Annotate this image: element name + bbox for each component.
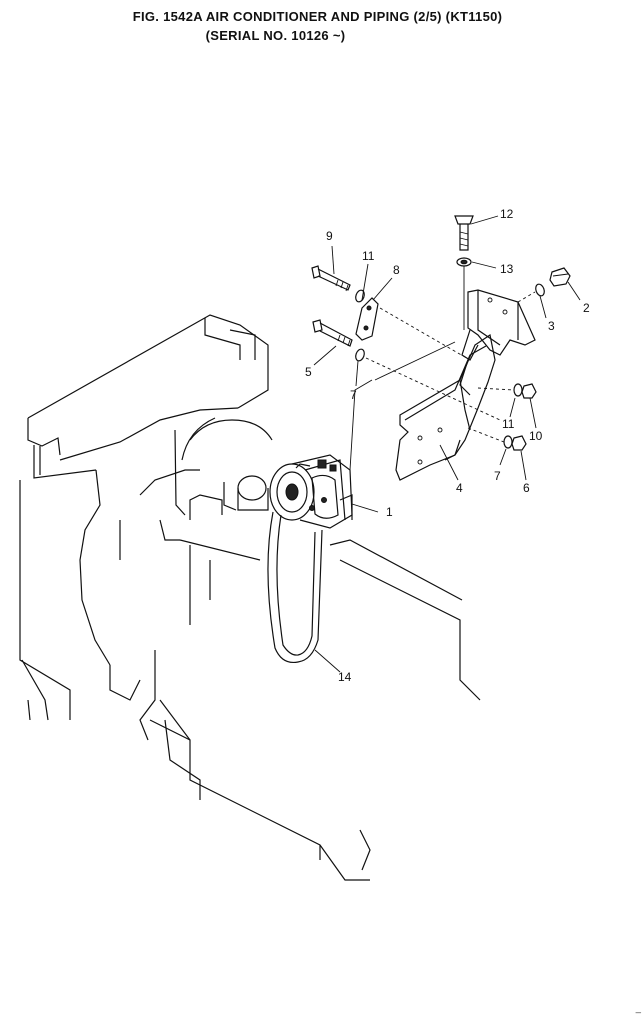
callout-11-lower: 11 <box>502 417 515 431</box>
washer-part-11-lower <box>513 383 523 397</box>
figure-subtitle-serial: (SERIAL NO. 10126 ~) <box>205 28 346 43</box>
callout-11-upper: 11 <box>362 249 375 263</box>
v-belt-part-14 <box>267 511 323 664</box>
callout-7-left: 7 <box>350 388 357 402</box>
plate-part-8 <box>355 297 379 341</box>
nut-part-2 <box>549 267 571 287</box>
bolt-part-5 <box>312 319 353 347</box>
drawing-code: — <box>635 1008 641 1018</box>
bolt-part-12 <box>454 215 474 251</box>
callout-6: 6 <box>523 481 530 495</box>
washer-part-11-upper <box>355 289 365 303</box>
callout-4: 4 <box>456 481 463 495</box>
bolt-part-9 <box>311 265 351 292</box>
washer-part-7-left <box>355 348 365 362</box>
callout-9: 9 <box>326 229 333 243</box>
bracket-part-4 <box>395 289 536 481</box>
callout-14: 14 <box>338 670 352 684</box>
callout-12: 12 <box>500 207 514 221</box>
callout-1: 1 <box>386 505 393 519</box>
callout-13: 13 <box>500 262 514 276</box>
washer-part-3 <box>535 283 545 297</box>
washer-part-7-right <box>503 435 513 449</box>
washer-part-13 <box>456 257 472 330</box>
figure-title: FIG. 1542A AIR CONDITIONER AND PIPING (2… <box>132 9 503 24</box>
compressor-part-1 <box>269 454 353 529</box>
callout-3: 3 <box>548 319 555 333</box>
callout-2: 2 <box>583 301 590 315</box>
nut-part-6 <box>511 435 527 451</box>
engine-block <box>19 314 481 881</box>
callout-8: 8 <box>393 263 400 277</box>
callout-5: 5 <box>305 365 312 379</box>
nut-part-10 <box>521 383 537 399</box>
callout-7-right: 7 <box>494 469 501 483</box>
callout-10: 10 <box>529 429 543 443</box>
leader-lines <box>313 215 581 673</box>
